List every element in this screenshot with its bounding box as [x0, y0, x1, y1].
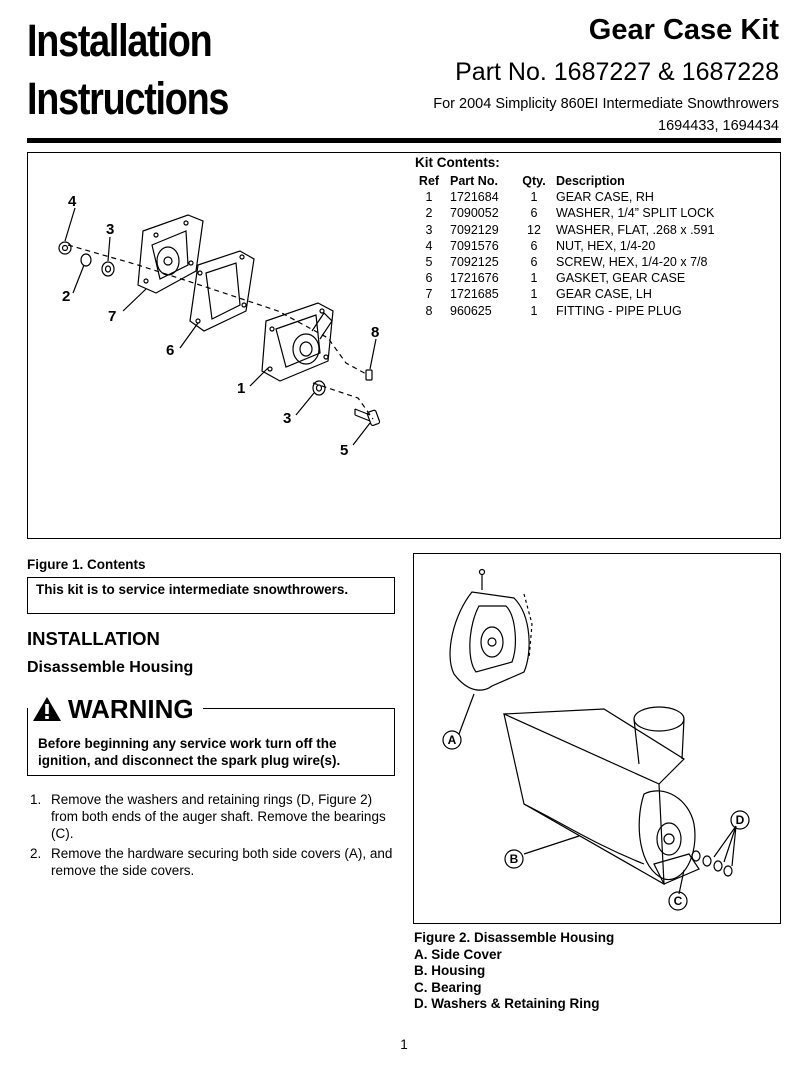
step-text: Remove the washers and retaining rings (…: [51, 792, 386, 841]
cell-qty: 6: [530, 238, 538, 253]
figure-1-caption: Figure 1. Contents: [27, 557, 146, 572]
warning-title: WARNING: [32, 694, 200, 724]
callout-2: 2: [62, 288, 70, 305]
warning-triangle-icon: [33, 697, 61, 721]
callout-c: C: [674, 894, 683, 908]
cell-part: 7090052: [450, 206, 499, 221]
callout-3-lower: 3: [283, 410, 291, 427]
cell-qty: 6: [530, 206, 538, 221]
cell-ref: 6: [425, 271, 433, 286]
cell-description: WASHER, FLAT, .268 x .591: [556, 222, 715, 237]
table-header-row: Ref Part No. Qty. Description: [415, 173, 766, 189]
legend-item-d: D. Washers & Retaining Ring: [414, 996, 600, 1011]
table-row: 3 7092129 12 WASHER, FLAT, .268 x .591: [415, 222, 766, 238]
page-number: 1: [400, 1037, 408, 1052]
cell-ref: 1: [425, 190, 433, 205]
cell-ref: 8: [425, 303, 433, 318]
callout-a: A: [448, 733, 457, 747]
cell-ref: 3: [425, 222, 433, 237]
cell-description: GASKET, GEAR CASE: [556, 271, 686, 286]
document-title-line-1: Installation: [27, 15, 213, 66]
callout-4: 4: [68, 193, 77, 210]
installation-heading: INSTALLATION: [27, 628, 160, 649]
cell-description: GEAR CASE, RH: [556, 190, 654, 205]
figure-2-title: Figure 2. Disassemble Housing: [414, 930, 615, 945]
callout-8: 8: [371, 324, 379, 341]
column-header-description: Description: [556, 174, 625, 189]
cell-description: FITTING - PIPE PLUG: [556, 303, 682, 318]
cell-part: 1721685: [450, 287, 499, 302]
document-title-line-2: Instructions: [27, 73, 229, 124]
kit-contents-table: Kit Contents: Ref Part No. Qty. Descript…: [415, 155, 766, 319]
cell-part: 7091576: [450, 238, 499, 253]
service-note: This kit is to service intermediate snow…: [27, 577, 395, 614]
kit-contents-heading: Kit Contents:: [415, 155, 500, 170]
callout-d: D: [736, 813, 745, 827]
cell-ref: 5: [425, 255, 433, 270]
figure-2-caption: Figure 2. Disassemble Housing A. Side Co…: [414, 930, 614, 1013]
warning-top-rule: [203, 708, 395, 709]
cell-qty: 12: [527, 222, 541, 237]
cell-qty: 1: [530, 190, 538, 205]
column-header-ref: Ref: [418, 174, 440, 189]
part-number: Part No. 1687227 & 1687228: [455, 58, 779, 86]
table-row: 1 1721684 1 GEAR CASE, RH: [415, 189, 766, 205]
cell-part: 960625: [450, 303, 492, 318]
cell-qty: 1: [530, 287, 538, 302]
cell-qty: 1: [530, 303, 538, 318]
header-rule: [27, 138, 781, 143]
callout-b: B: [510, 852, 519, 866]
instruction-steps: 1. Remove the washers and retaining ring…: [30, 791, 395, 882]
kit-title: Gear Case Kit: [588, 14, 779, 46]
column-header-part: Part No.: [450, 174, 498, 189]
legend-item-c: C. Bearing: [414, 979, 482, 995]
callout-7: 7: [108, 308, 116, 325]
table-row: 5 7092125 6 SCREW, HEX, 1/4-20 x 7/8: [415, 254, 766, 270]
callout-1: 1: [237, 380, 245, 397]
cell-qty: 6: [530, 255, 538, 270]
legend-item-a: A. Side Cover: [414, 946, 502, 962]
document-title: Installation Instructions: [27, 12, 229, 128]
cell-description: GEAR CASE, LH: [556, 287, 652, 302]
cell-description: WASHER, 1/4” SPLIT LOCK: [556, 206, 715, 221]
exploded-parts-diagram: 4 3 2 7 6 1 3 5 8: [58, 193, 381, 459]
cell-part: 7092129: [450, 222, 499, 237]
cell-qty: 1: [530, 271, 538, 286]
housing-diagram: A B C D: [442, 568, 750, 911]
table-row: 8 960625 1 FITTING - PIPE PLUG: [415, 303, 766, 319]
cell-description: SCREW, HEX, 1/4-20 x 7/8: [556, 255, 708, 270]
table-row: 7 1721685 1 GEAR CASE, LH: [415, 286, 766, 302]
cell-description: NUT, HEX, 1/4-20: [556, 238, 656, 253]
cell-part: 1721676: [450, 271, 499, 286]
step-number: 1.: [30, 792, 42, 807]
cell-part: 1721684: [450, 190, 499, 205]
list-item: 1. Remove the washers and retaining ring…: [30, 791, 395, 842]
disassemble-housing-heading: Disassemble Housing: [27, 659, 194, 676]
legend-item-b: B. Housing: [414, 963, 486, 978]
warning-text: Before beginning any service work turn o…: [38, 736, 341, 768]
table-row: 2 7090052 6 WASHER, 1/4” SPLIT LOCK: [415, 205, 766, 221]
table-row: 4 7091576 6 NUT, HEX, 1/4-20: [415, 238, 766, 254]
step-number: 2.: [30, 846, 42, 861]
column-header-qty: Qty.: [522, 174, 546, 189]
callout-3-upper: 3: [106, 221, 114, 238]
cell-ref: 4: [425, 238, 433, 253]
cell-part: 7092125: [450, 255, 499, 270]
model-numbers: 1694433, 1694434: [658, 118, 779, 134]
warning-box: [27, 708, 395, 776]
kit-contents-figure: 4 3 2 7 6 1 3 5 8 Kit Contents: Ref Part…: [27, 152, 781, 539]
warning-title-text: WARNING: [68, 693, 194, 724]
callout-5: 5: [340, 442, 348, 459]
cell-ref: 2: [425, 206, 433, 221]
cell-ref: 7: [425, 287, 433, 302]
disassemble-housing-figure: A B C D: [413, 553, 781, 924]
applicability-line: For 2004 Simplicity 860EI Intermediate S…: [433, 96, 779, 112]
callout-6: 6: [166, 342, 174, 359]
list-item: 2. Remove the hardware securing both sid…: [30, 845, 395, 879]
table-row: 6 1721676 1 GASKET, GEAR CASE: [415, 270, 766, 286]
step-text: Remove the hardware securing both side c…: [51, 846, 393, 878]
